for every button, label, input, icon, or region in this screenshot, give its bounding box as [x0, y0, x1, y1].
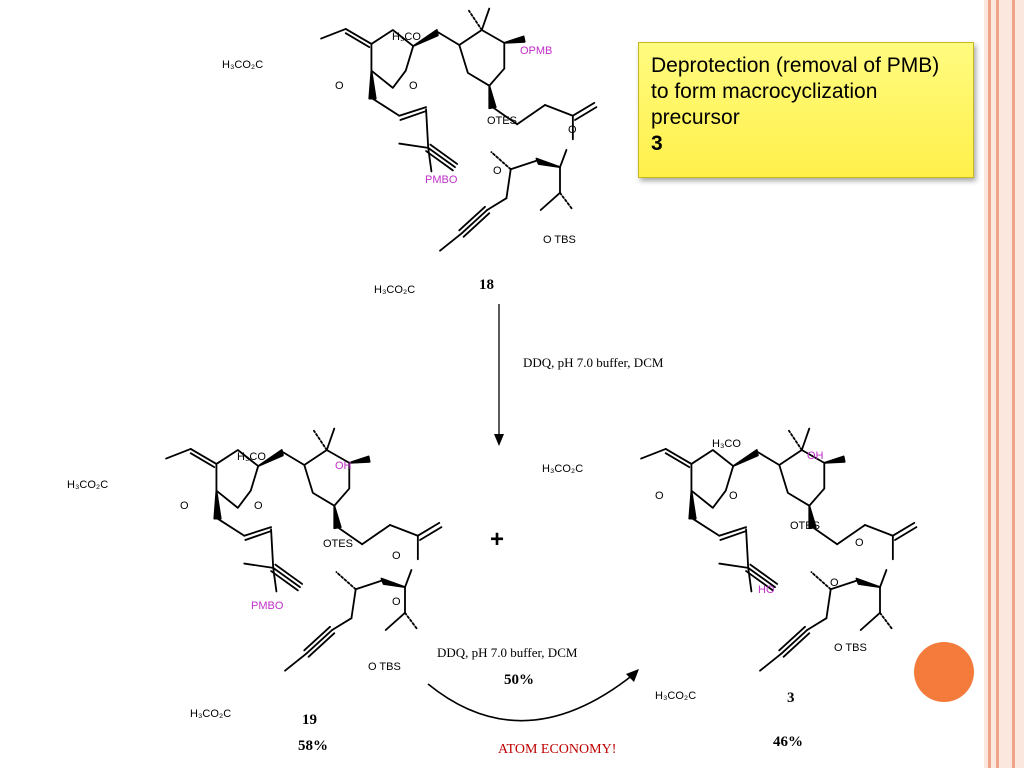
c18-carbonyl-o: O: [568, 124, 577, 136]
compound-19-number: 19: [302, 712, 317, 728]
c3-ester-o: O: [830, 577, 839, 589]
c3-otbs: O TBS: [834, 642, 867, 654]
note-box: Deprotection (removal of PMB) to form ma…: [638, 42, 974, 178]
compound-19-yield: 58%: [298, 738, 328, 754]
compound-18-structure: [320, 7, 598, 252]
compound-19-structure: [165, 427, 443, 672]
c3-ester-top: H₃CO₂C: [542, 463, 584, 475]
c19-ring-o-left: O: [180, 500, 189, 512]
compound-18-number: 18: [479, 277, 494, 293]
c18-otbs: O TBS: [543, 234, 576, 246]
c3-methoxy: H₃CO: [712, 438, 741, 450]
c18-pmbo: PMBO: [425, 174, 458, 186]
c3-otes: OTES: [790, 520, 820, 532]
c18-ester-o: O: [493, 165, 502, 177]
reaction-arrow-down: [494, 304, 504, 446]
c18-opmb: OPMB: [520, 45, 553, 57]
atom-economy-label: ATOM ECONOMY!: [498, 742, 617, 757]
c18-ester-top: H₃CO₂C: [222, 59, 264, 71]
c19-ester-o: O: [392, 596, 401, 608]
c19-pmbo: PMBO: [251, 600, 284, 612]
c3-ring-o-left: O: [655, 490, 664, 502]
c19-ring-o-right: O: [254, 500, 263, 512]
stripe-3: [1012, 0, 1015, 768]
plus-sign: +: [490, 526, 505, 553]
c19-oh: OH: [335, 460, 352, 472]
c18-ring-o-right: O: [409, 80, 418, 92]
c3-oh: OH: [807, 450, 824, 462]
reaction-arrow-curved: [427, 669, 639, 722]
c19-otbs: O TBS: [368, 661, 401, 673]
c19-ester-top: H₃CO₂C: [67, 479, 109, 491]
c3-ho: HO: [758, 584, 775, 596]
c18-ring-o-left: O: [335, 80, 344, 92]
c18-otes: OTES: [487, 115, 517, 127]
orange-dot: [914, 642, 974, 702]
c3-carbonyl-o: O: [855, 537, 864, 549]
stripe-2: [996, 0, 999, 768]
c18-ester-bottom: H₃CO₂C: [374, 284, 416, 296]
reaction2-yield: 50%: [504, 672, 534, 688]
compound-3-yield: 46%: [773, 734, 803, 750]
c3-ester-bottom: H₃CO₂C: [655, 690, 697, 702]
c19-carbonyl-o: O: [392, 550, 401, 562]
note-compound-number: 3: [651, 132, 663, 155]
reaction2-conditions: DDQ, pH 7.0 buffer, DCM: [437, 645, 578, 660]
c3-ring-o-right: O: [729, 490, 738, 502]
compound-3-number: 3: [787, 690, 795, 706]
stripe-1: [988, 0, 991, 768]
note-text: Deprotection (removal of PMB) to form ma…: [651, 54, 940, 129]
c19-otes: OTES: [323, 538, 353, 550]
c19-ester-bottom: H₃CO₂C: [190, 708, 232, 720]
c19-methoxy: H₃CO: [237, 451, 266, 463]
c18-methoxy: H₃CO: [392, 31, 421, 43]
reaction1-conditions: DDQ, pH 7.0 buffer, DCM: [523, 355, 664, 370]
